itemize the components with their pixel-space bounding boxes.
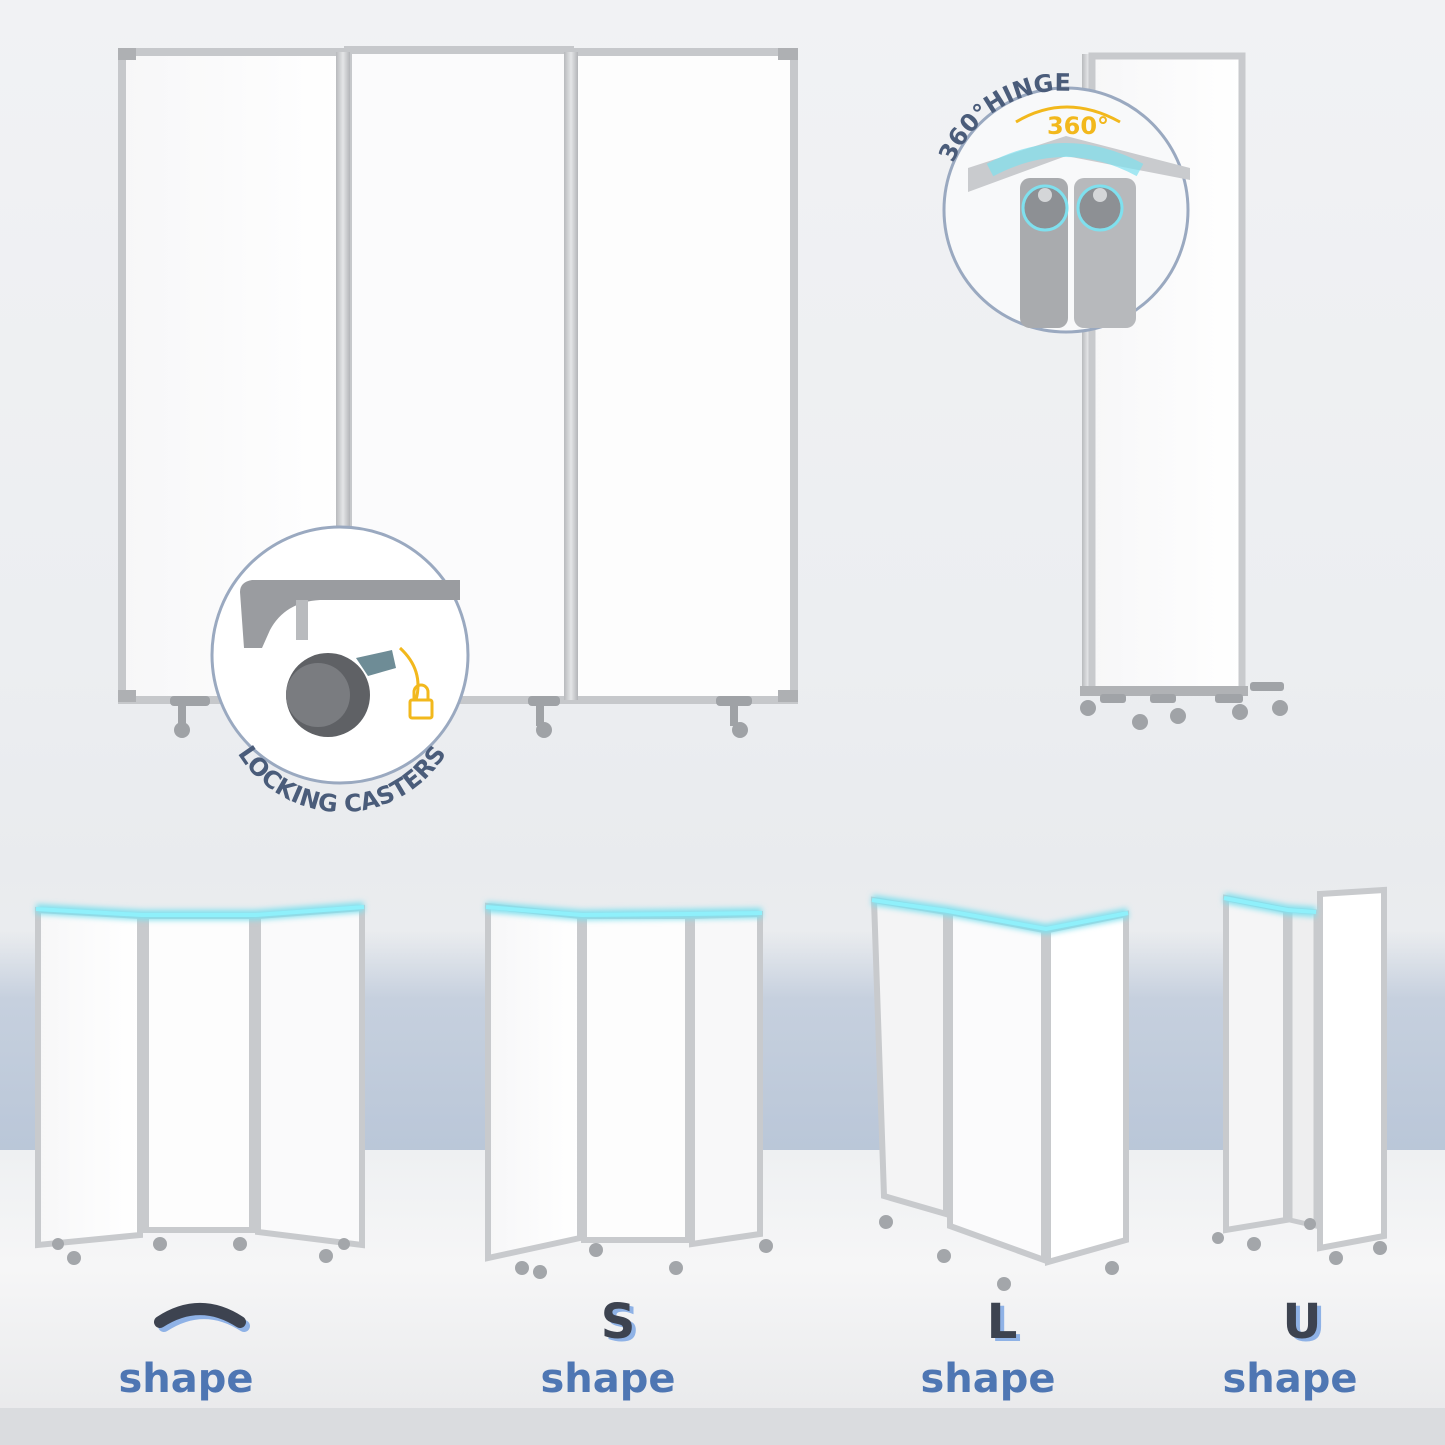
hinge-knob-left [1021,184,1069,232]
main-casters [170,696,752,738]
s-configuration [485,902,773,1279]
hinge-angle-label: 360° [1047,112,1109,140]
l-glyph: L [986,1294,1018,1350]
s-shape-label: shape [540,1356,676,1402]
u-glyph: U [1282,1294,1322,1350]
background-strip [0,1408,1445,1445]
u-configuration [1212,886,1387,1265]
lock-icon [408,683,434,720]
main-whiteboard [118,46,798,704]
rotation-arrow-icon [1015,105,1121,124]
l-shape-label: shape [920,1356,1056,1402]
locking-casters-badge: LOCKING CASTERS [210,525,470,818]
arc-shape-label: shape [118,1356,254,1402]
arc-configuration [35,902,365,1265]
s-glyph: S [600,1294,636,1350]
l-configuration [870,895,1129,1291]
hinge-badge: 360° 360°HINGE [933,69,1190,334]
lock-pedal [356,650,396,676]
u-shape-label: shape [1222,1356,1358,1402]
hinge-knob-right [1076,184,1124,232]
arc-icon [154,1303,250,1332]
caster-bracket [240,580,460,648]
side-panel-casters [1080,682,1288,730]
